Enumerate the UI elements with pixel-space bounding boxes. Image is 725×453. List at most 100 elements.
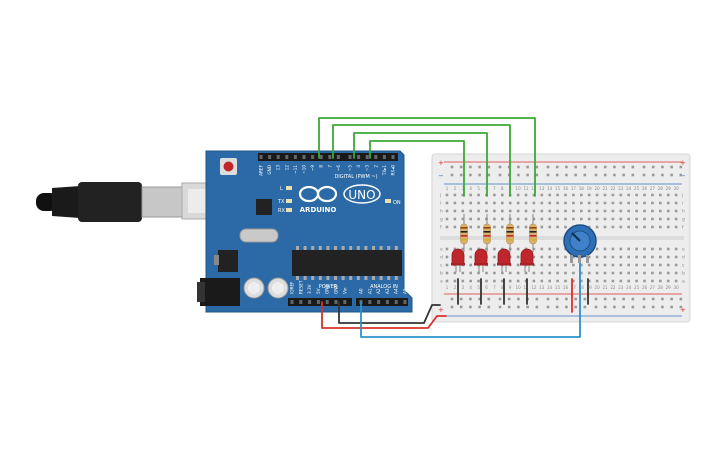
breadboard-hole[interactable]: [540, 271, 544, 275]
breadboard-hole[interactable]: [564, 255, 567, 259]
breadboard-hole[interactable]: [572, 209, 575, 213]
rail-hole[interactable]: [603, 305, 607, 309]
breadboard-hole[interactable]: [659, 279, 662, 283]
breadboard-hole[interactable]: [532, 255, 536, 259]
breadboard-hole[interactable]: [627, 217, 630, 221]
breadboard-hole[interactable]: [603, 247, 607, 251]
rail-hole[interactable]: [583, 297, 587, 301]
rail-hole[interactable]: [546, 165, 550, 169]
breadboard-hole[interactable]: [659, 201, 662, 205]
breadboard-hole[interactable]: [587, 209, 591, 213]
breadboard-hole[interactable]: [643, 263, 646, 267]
breadboard-hole[interactable]: [516, 279, 520, 283]
breadboard-hole[interactable]: [587, 255, 591, 259]
breadboard-hole[interactable]: [595, 247, 599, 251]
digital-pin-hole[interactable]: [382, 155, 386, 159]
resistor[interactable]: [529, 214, 537, 252]
breadboard-hole[interactable]: [643, 193, 646, 197]
breadboard-hole[interactable]: [493, 201, 496, 205]
breadboard-hole[interactable]: [493, 225, 496, 229]
rail-hole[interactable]: [603, 165, 607, 169]
breadboard-hole[interactable]: [548, 225, 551, 229]
rail-hole[interactable]: [450, 297, 454, 301]
breadboard-hole[interactable]: [603, 225, 607, 229]
breadboard-hole[interactable]: [532, 279, 536, 283]
breadboard-hole[interactable]: [587, 225, 591, 229]
breadboard-hole[interactable]: [666, 263, 670, 267]
rail-hole[interactable]: [487, 305, 491, 309]
breadboard-hole[interactable]: [501, 209, 504, 213]
breadboard-hole[interactable]: [516, 193, 520, 197]
breadboard-hole[interactable]: [603, 279, 607, 283]
breadboard-hole[interactable]: [548, 209, 551, 213]
rail-hole[interactable]: [507, 305, 511, 309]
rail-hole[interactable]: [555, 165, 559, 169]
breadboard-hole[interactable]: [453, 217, 457, 221]
power-pin-hole[interactable]: [343, 300, 347, 304]
resistor[interactable]: [483, 214, 491, 252]
digital-pin-hole[interactable]: [276, 155, 280, 159]
breadboard-hole[interactable]: [516, 225, 520, 229]
breadboard-hole[interactable]: [572, 201, 575, 205]
breadboard-hole[interactable]: [540, 279, 544, 283]
breadboard-hole[interactable]: [619, 279, 623, 283]
rail-hole[interactable]: [642, 173, 646, 177]
breadboard-hole[interactable]: [493, 271, 496, 275]
breadboard-hole[interactable]: [532, 209, 536, 213]
rail-hole[interactable]: [478, 305, 481, 309]
breadboard-hole[interactable]: [595, 263, 599, 267]
digital-pin-hole[interactable]: [319, 155, 323, 159]
rail-hole[interactable]: [478, 165, 481, 169]
breadboard-hole[interactable]: [445, 193, 449, 197]
breadboard-hole[interactable]: [666, 225, 670, 229]
breadboard-hole[interactable]: [580, 201, 583, 205]
breadboard-hole[interactable]: [461, 279, 465, 283]
breadboard-hole[interactable]: [627, 279, 630, 283]
breadboard-hole[interactable]: [651, 279, 654, 283]
breadboard-hole[interactable]: [556, 279, 559, 283]
breadboard-hole[interactable]: [643, 217, 646, 221]
breadboard-hole[interactable]: [524, 193, 528, 197]
breadboard-hole[interactable]: [469, 263, 472, 267]
breadboard-hole[interactable]: [524, 279, 528, 283]
breadboard-hole[interactable]: [580, 193, 583, 197]
breadboard-hole[interactable]: [493, 209, 496, 213]
breadboard-hole[interactable]: [587, 217, 591, 221]
breadboard-hole[interactable]: [651, 193, 654, 197]
power-pin-hole[interactable]: [325, 300, 329, 304]
breadboard-hole[interactable]: [666, 201, 670, 205]
rail-hole[interactable]: [679, 297, 683, 301]
rail-hole[interactable]: [613, 297, 616, 301]
breadboard-hole[interactable]: [643, 255, 646, 259]
rail-hole[interactable]: [583, 305, 587, 309]
breadboard-hole[interactable]: [674, 279, 678, 283]
breadboard-hole[interactable]: [643, 279, 646, 283]
breadboard-hole[interactable]: [485, 279, 488, 283]
breadboard-hole[interactable]: [643, 247, 646, 251]
rail-hole[interactable]: [631, 305, 635, 309]
breadboard-hole[interactable]: [548, 217, 551, 221]
breadboard-hole[interactable]: [469, 209, 472, 213]
rail-hole[interactable]: [469, 305, 472, 309]
breadboard-hole[interactable]: [477, 271, 480, 275]
rail-hole[interactable]: [526, 165, 529, 169]
analog-pin-hole[interactable]: [368, 300, 372, 304]
breadboard-hole[interactable]: [611, 247, 615, 251]
breadboard-hole[interactable]: [619, 247, 623, 251]
breadboard-hole[interactable]: [674, 201, 678, 205]
breadboard-hole[interactable]: [580, 279, 583, 283]
breadboard-hole[interactable]: [572, 217, 575, 221]
breadboard-hole[interactable]: [635, 209, 638, 213]
rail-hole[interactable]: [603, 297, 607, 301]
breadboard-hole[interactable]: [627, 263, 630, 267]
wire-a0-blue[interactable]: [360, 257, 581, 338]
rail-hole[interactable]: [651, 173, 655, 177]
rail-hole[interactable]: [642, 297, 646, 301]
rail-hole[interactable]: [487, 165, 491, 169]
breadboard-hole[interactable]: [619, 271, 623, 275]
breadboard-hole[interactable]: [619, 201, 623, 205]
breadboard-hole[interactable]: [580, 209, 583, 213]
led[interactable]: [520, 248, 534, 272]
breadboard-hole[interactable]: [477, 225, 480, 229]
breadboard-hole[interactable]: [666, 279, 670, 283]
